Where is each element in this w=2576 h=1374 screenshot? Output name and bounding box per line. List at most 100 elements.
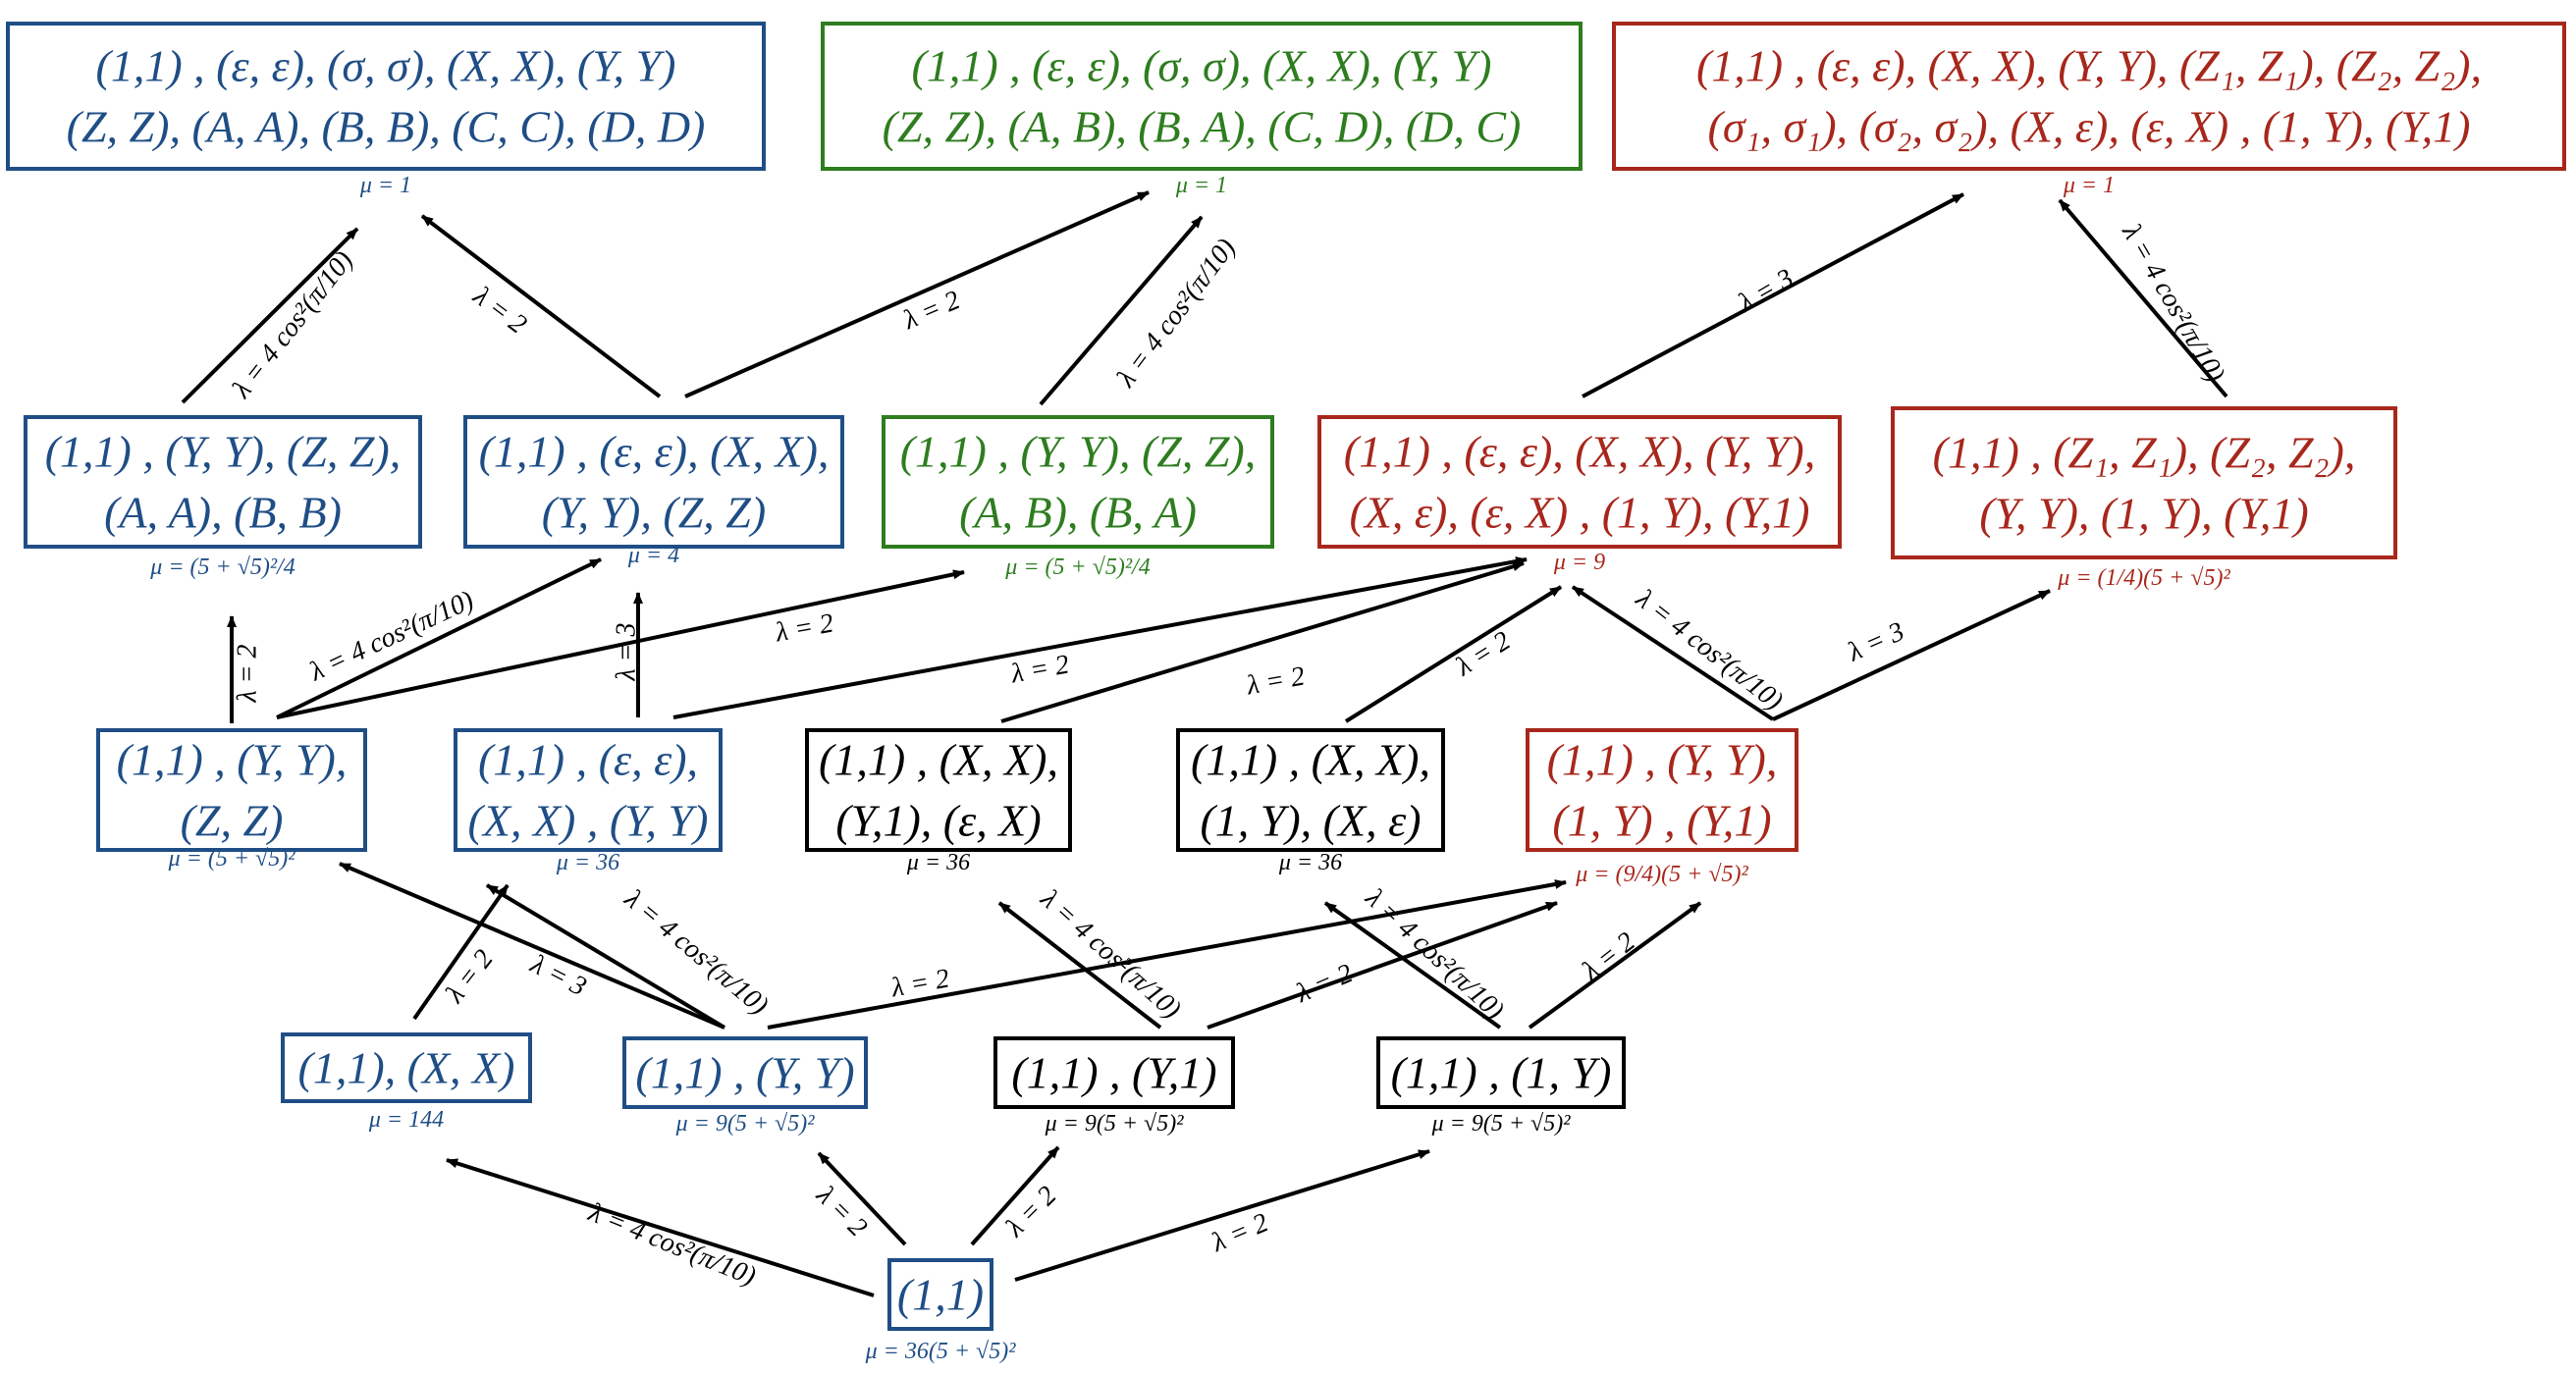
node-l3-red-a: (1,1) , (ε, ε), (X, X), (Y, Y),(X, ε), (… bbox=[1317, 415, 1842, 575]
node-label-line: (1,1) , (Y, Y), (Z, Z), bbox=[900, 427, 1257, 477]
node-label-line: (Z, Z), (A, A), (B, B), (C, C), (D, D) bbox=[67, 102, 706, 152]
node-mu-label: μ = (9/4)(5 + √5)² bbox=[1575, 862, 1748, 887]
node-label-line: (1,1) , (ε, ε), (σ, σ), (X, X), (Y, Y) bbox=[96, 41, 676, 91]
node-mu-label: μ = (5 + √5)² bbox=[168, 846, 296, 872]
node-box bbox=[1376, 1036, 1626, 1109]
edge-arrow-l3-red-b-to-top-red bbox=[2058, 198, 2228, 398]
node-box bbox=[1176, 728, 1445, 852]
node-l3-green: (1,1) , (Y, Y), (Z, Z),(A, B), (B, A)μ =… bbox=[882, 415, 1274, 580]
edge-label: λ = 2 bbox=[810, 1180, 873, 1242]
edge-arrow-root-to-l1-blue-b bbox=[817, 1151, 907, 1246]
node-mu-label: μ = 4 bbox=[627, 543, 679, 568]
edge-label: λ = 4 cos²(π/10) bbox=[304, 585, 478, 688]
node-label-line: (Z, Z) bbox=[181, 796, 284, 846]
node-label-line: (1,1) , (Y, Y), (Z, Z), bbox=[45, 427, 402, 477]
node-l2-blue-a: (1,1) , (Y, Y), (Z, Z)μ = (5 + √5)² bbox=[96, 728, 367, 872]
node-label-line: (1,1) , (ε, ε), (σ, σ), (X, X), (Y, Y) bbox=[912, 41, 1492, 91]
node-top-red: (1,1) , (ε, ε), (X, X), (Y, Y), (Z₁, Z₁)… bbox=[1612, 22, 2566, 198]
edge-label: λ = 2 bbox=[439, 944, 499, 1009]
node-box bbox=[993, 1036, 1235, 1109]
node-label-line: (Y,1), (ε, X) bbox=[835, 796, 1041, 846]
node-label-line: (A, A), (B, B) bbox=[104, 488, 342, 538]
node-box bbox=[1526, 728, 1798, 852]
node-box bbox=[6, 22, 766, 171]
edge-arrow-l2-blue-a-to-l3-green bbox=[276, 569, 965, 719]
node-label-line: (1,1) , (X, X), bbox=[819, 735, 1058, 785]
node-root: (1,1) μ = 36(5 + √5)² bbox=[865, 1258, 1017, 1364]
edge-arrow-l3-blue-b-to-top-blue bbox=[420, 214, 662, 398]
edge-arrow-l3-blue-b-to-top-green bbox=[684, 190, 1150, 398]
node-label-line: (A, B), (B, A) bbox=[959, 488, 1197, 538]
node-mu-label: μ = (5 + √5)²/4 bbox=[149, 555, 295, 580]
node-box bbox=[1317, 415, 1842, 549]
node-l2-black-a: (1,1) , (X, X), (Y,1), (ε, X) μ = 36 bbox=[805, 728, 1072, 875]
edge-arrow-l1-blue-b-to-l2-blue-b bbox=[485, 883, 726, 1030]
node-mu-label: μ = 1 bbox=[2063, 173, 2115, 198]
edge-label: λ = 2 bbox=[1576, 926, 1640, 986]
node-box bbox=[805, 728, 1072, 852]
node-l1-blue-a: (1,1), (X, X)μ = 144 bbox=[281, 1032, 532, 1133]
node-l2-blue-b: (1,1) , (ε, ε),(X, X) , (Y, Y)μ = 36 bbox=[454, 728, 723, 875]
node-mu-label: μ = 36(5 + √5)² bbox=[865, 1339, 1017, 1364]
edge-arrow-root-to-l1-black-a bbox=[970, 1145, 1060, 1246]
edge-label: λ = 2 bbox=[1291, 958, 1357, 1009]
edge-arrow-l1-blue-b-to-l2-red bbox=[767, 879, 1567, 1030]
edge-label: λ = 4 cos²(π/10) bbox=[618, 883, 775, 1021]
node-box bbox=[821, 22, 1583, 171]
node-label-line: (X, X) , (Y, Y) bbox=[468, 796, 709, 846]
node-label-line: (1,1), (X, X) bbox=[298, 1043, 515, 1093]
node-mu-label: μ = (1/4)(5 + √5)² bbox=[2057, 565, 2230, 591]
node-l2-red: (1,1) , (Y, Y),(1, Y) , (Y,1)μ = (9/4)(5… bbox=[1526, 728, 1798, 887]
edge-label: λ = 4 cos²(π/10) bbox=[584, 1197, 761, 1293]
node-l3-blue-a: (1,1) , (Y, Y), (Z, Z), (A, A), (B, B) μ =… bbox=[24, 415, 422, 580]
node-top-green: (1,1) , (ε, ε), (σ, σ), (X, X), (Y, Y) (Z… bbox=[821, 22, 1583, 198]
edge-arrow-l2-red-to-l3-red-b bbox=[1772, 589, 2051, 721]
node-label-line: (Y, Y), (1, Y), (Y,1) bbox=[1979, 489, 2308, 539]
node-label-line: (1,1) , (ε, ε), (X, X), (Y, Y), (Z₁, Z₁)… bbox=[1696, 41, 2482, 91]
node-box bbox=[24, 415, 422, 549]
node-box bbox=[887, 1258, 993, 1331]
node-box bbox=[281, 1032, 532, 1103]
node-l1-blue-b: (1,1) , (Y, Y) μ = 9(5 + √5)² bbox=[622, 1036, 868, 1136]
node-label-line: (1,1) bbox=[897, 1270, 984, 1320]
edge-arrow-l1-blue-a-to-l2-blue-b bbox=[412, 883, 510, 1021]
edge-label: λ = 2 bbox=[1207, 1207, 1272, 1258]
node-box bbox=[96, 728, 367, 852]
node-top-blue: (1,1) , (ε, ε), (σ, σ), (X, X), (Y, Y) (Z… bbox=[6, 22, 766, 198]
node-label-line: (1,1) , (1, Y) bbox=[1391, 1048, 1612, 1098]
node-label-line: (1,1) , (ε, ε), (X, X), bbox=[479, 427, 830, 477]
node-mu-label: μ = 1 bbox=[359, 173, 411, 198]
node-box bbox=[454, 728, 723, 852]
edge-arrow-l2-red-to-l3-red-a bbox=[1571, 585, 1775, 721]
node-label-line: (1,1) , (Y, Y) bbox=[635, 1048, 854, 1098]
node-mu-label: μ = 9 bbox=[1553, 550, 1605, 575]
node-l3-blue-b: (1,1) , (ε, ε), (X, X), (Y, Y), (Z, Z) μ =… bbox=[463, 415, 844, 568]
node-box bbox=[1612, 22, 2566, 171]
node-layer: (1,1) , (ε, ε), (σ, σ), (X, X), (Y, Y) (Z… bbox=[6, 22, 2566, 1364]
edge-arrow-l2-blue-b-to-l3-red-a bbox=[672, 556, 1528, 719]
node-label-line: (Z, Z), (A, B), (B, A), (C, D), (D, C) bbox=[883, 102, 1522, 152]
node-box bbox=[882, 415, 1274, 549]
edge-arrow-l2-blue-a-to-l3-blue-b bbox=[276, 557, 602, 719]
node-box bbox=[463, 415, 844, 549]
node-mu-label: μ = 36 bbox=[906, 850, 970, 875]
node-label-line: (Y, Y), (Z, Z) bbox=[542, 488, 766, 538]
node-l1-black-a: (1,1) , (Y,1)μ = 9(5 + √5)² bbox=[993, 1036, 1235, 1136]
edge-arrow-l3-green-to-top-green bbox=[1039, 215, 1204, 406]
edge-arrow-l1-black-b-to-l2-black-b bbox=[1323, 901, 1502, 1030]
edge-arrow-l2-black-a-to-l3-red-a bbox=[1000, 561, 1525, 723]
node-box bbox=[622, 1036, 868, 1109]
node-label-line: (1,1) , (ε, ε), (X, X), (Y, Y), bbox=[1344, 427, 1815, 477]
node-label-line: (1,1) , (X, X), bbox=[1191, 735, 1430, 785]
edge-label: λ = 4 cos²(π/10) bbox=[2116, 218, 2230, 387]
edge-label: λ = 4 cos²(π/10) bbox=[1630, 583, 1789, 716]
node-l2-black-b: (1,1) , (X, X),(1, Y), (X, ε)μ = 36 bbox=[1176, 728, 1445, 875]
node-mu-label: μ = 9(5 + √5)² bbox=[675, 1111, 816, 1136]
edge-label: λ = 4 cos²(π/10) bbox=[1359, 882, 1510, 1026]
node-label-line: (1,1) , (Y, Y), bbox=[117, 735, 348, 785]
node-label-line: (1,1) , (Y, Y), bbox=[1547, 735, 1778, 785]
node-l1-black-b: (1,1) , (1, Y)μ = 9(5 + √5)² bbox=[1376, 1036, 1626, 1136]
edge-label: λ = 2 bbox=[773, 608, 836, 649]
node-l3-red-b: (1,1) , (Z₁, Z₁), (Z₂, Z₂),(Y, Y), (1, Y… bbox=[1891, 406, 2397, 591]
